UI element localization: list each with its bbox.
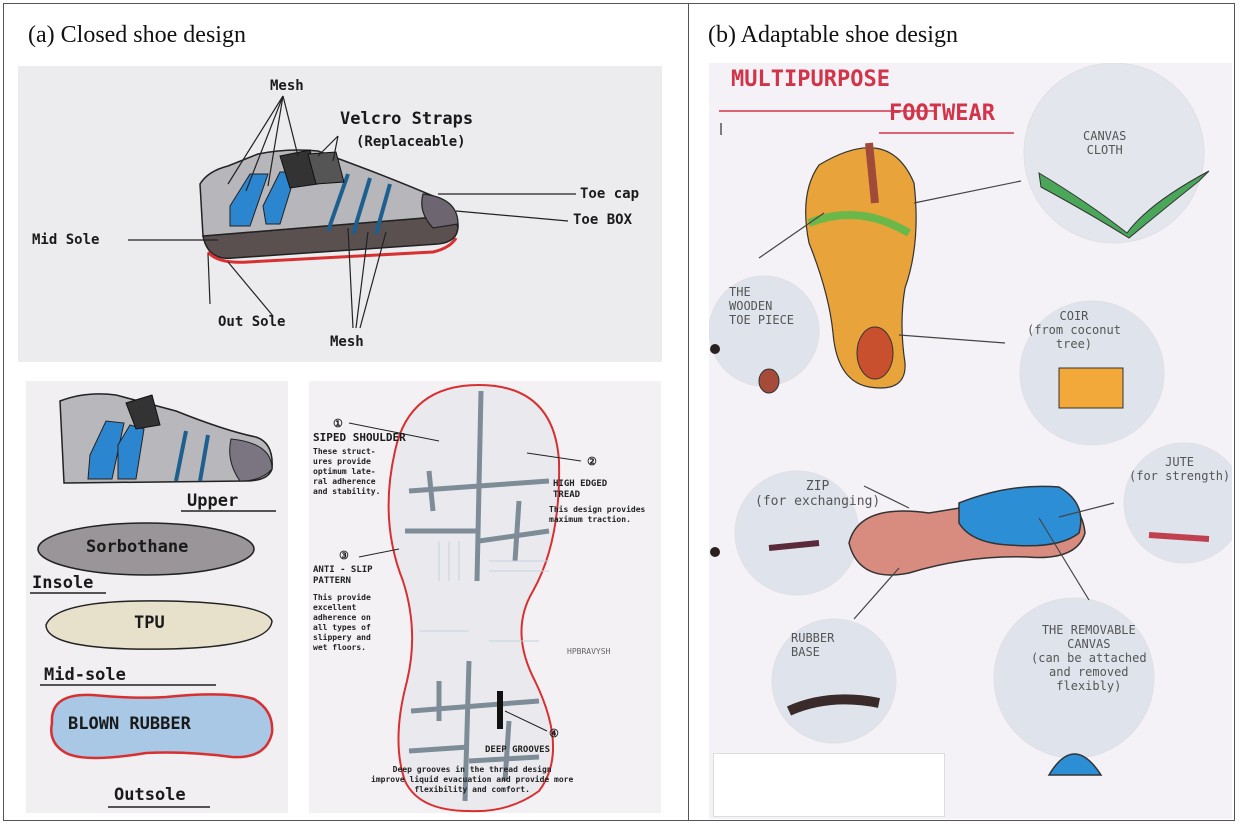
label-velcro: Velcro Straps [340, 109, 473, 129]
title-multipurpose: MULTIPURPOSE [731, 67, 890, 92]
high-title: HIGH EDGED TREAD [553, 479, 607, 501]
label-out-sole: Out Sole [218, 314, 285, 330]
high-text: This design provides maximum traction. [549, 505, 645, 525]
marker-1: ① [333, 417, 343, 430]
shoe-sketch-panel: Mesh Velcro Straps (Replaceable) Toe cap… [18, 66, 662, 362]
layer-insole: Insole [32, 573, 93, 593]
siped-title: SIPED SHOULDER [313, 431, 406, 444]
marker-3: ③ [339, 549, 349, 562]
siped-text: These struct- ures provide optimum late-… [313, 447, 380, 497]
layers-drawing [26, 381, 288, 813]
label-mesh-top: Mesh [270, 78, 304, 94]
label-jute: JUTE (for strength) [1129, 455, 1230, 483]
label-mid-sole: Mid Sole [32, 232, 99, 248]
label-coir: COIR (from coconut tree) [1027, 309, 1121, 351]
label-toe-cap: Toe cap [580, 186, 639, 202]
blank-box [713, 753, 945, 817]
layer-upper: Upper [187, 491, 238, 511]
anti-title: ANTI - SLIP PATTERN [313, 565, 373, 587]
caption-left: (a) Closed shoe design [28, 22, 246, 49]
label-wooden-toe: THE WOODEN TOE PIECE [729, 285, 794, 327]
anti-text: This provide excellent adherence on all … [313, 593, 371, 653]
layer-outsole: Outsole [114, 785, 186, 805]
layer-blown-rubber: BLOWN RUBBER [68, 714, 191, 734]
multipurpose-panel: MULTIPURPOSE FOOTWEAR CANVAS CLOTH THE W… [709, 63, 1232, 819]
label-mesh-bottom: Mesh [330, 334, 364, 350]
label-toe-box: Toe BOX [573, 212, 632, 228]
panel-divider [688, 3, 689, 821]
label-zip: ZIP (for exchanging) [755, 479, 880, 509]
deep-title: DEEP GROOVES [485, 745, 550, 755]
layer-sorbothane: Sorbothane [86, 537, 188, 557]
layer-tpu: TPU [134, 613, 165, 633]
layers-panel: Upper Sorbothane Insole TPU Mid-sole BLO… [26, 381, 288, 813]
marker-4: ④ [549, 727, 559, 740]
label-rubber-base: RUBBER BASE [791, 631, 834, 659]
layer-midsole: Mid-sole [44, 665, 126, 685]
label-velcro-sub: (Replaceable) [356, 134, 466, 150]
signature: HPBRAVYSH [567, 647, 610, 657]
label-canvas-cloth: CANVAS CLOTH [1083, 129, 1126, 157]
marker-2: ② [587, 455, 597, 468]
sole-pattern-panel: ① SIPED SHOULDER These struct- ures prov… [309, 381, 661, 813]
caption-right: (b) Adaptable shoe design [708, 22, 958, 49]
label-removable-canvas: THE REMOVABLE CANVAS (can be attached an… [1031, 623, 1147, 693]
multipurpose-drawing [709, 63, 1232, 819]
deep-text: Deep grooves in the thread design improv… [371, 765, 573, 795]
title-footwear: FOOTWEAR [889, 101, 995, 126]
